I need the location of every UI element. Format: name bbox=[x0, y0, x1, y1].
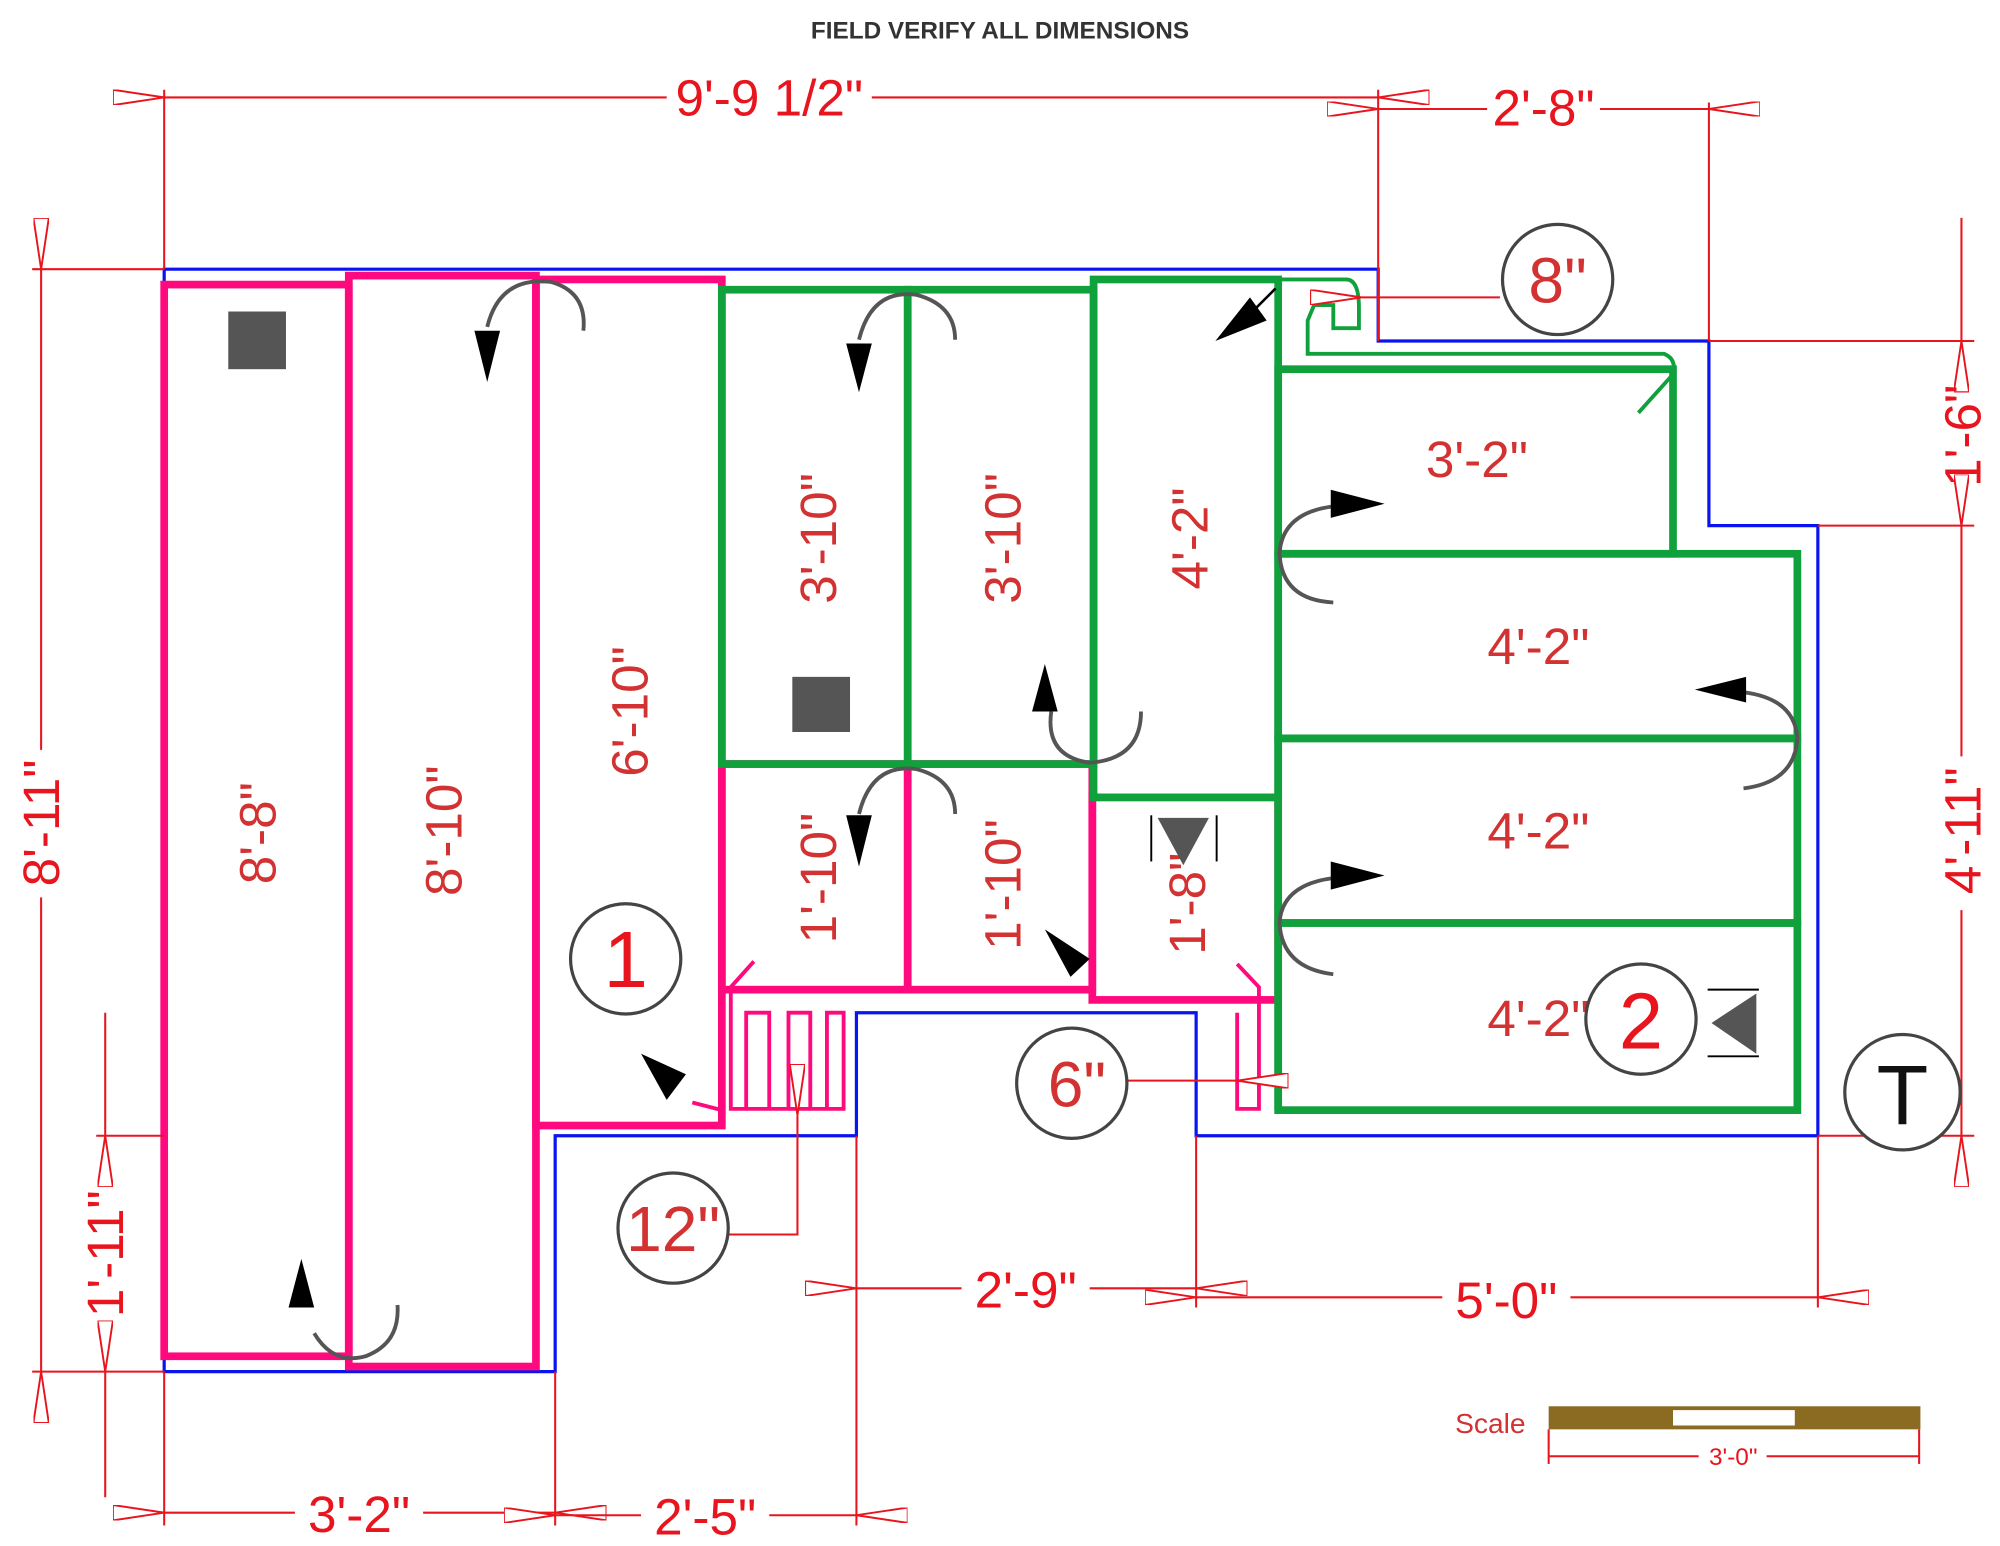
sensor-icon bbox=[1150, 815, 1218, 866]
dimension-label: 8'-11" bbox=[13, 760, 70, 887]
drain-block bbox=[792, 676, 851, 732]
callout-zone1: 1 bbox=[568, 902, 683, 1016]
scale-bar: Scale 3'-0" bbox=[1455, 1406, 1921, 1471]
mat-label: 8'-8" bbox=[230, 782, 287, 884]
callout-gap-6: 6" bbox=[1015, 1026, 1129, 1140]
dimension-label: 5'-0" bbox=[1455, 1272, 1557, 1329]
svg-text:2: 2 bbox=[1619, 977, 1663, 1066]
callout-zone2: 2 bbox=[1584, 962, 1698, 1076]
mat-label: 1'-8" bbox=[1159, 853, 1216, 955]
dimension-labels: 9'-9 1/2" 2'-8" 8'-11" 1'-11" 1'-6" 4'-1… bbox=[13, 69, 1992, 1545]
dimension-label: 2'-8" bbox=[1492, 80, 1594, 137]
mat-label: 1'-10" bbox=[790, 813, 847, 944]
svg-text:6": 6" bbox=[1048, 1048, 1106, 1120]
direction-arrows bbox=[288, 279, 1800, 1361]
thermostat-callout: T bbox=[1843, 1032, 1962, 1152]
sensor-icon bbox=[1707, 988, 1759, 1058]
drain-block bbox=[228, 311, 286, 370]
dimension-label: 9'-9 1/2" bbox=[675, 69, 863, 126]
dimension-label: 2'-5" bbox=[654, 1488, 756, 1545]
svg-text:T: T bbox=[1877, 1047, 1929, 1142]
mat-label: 4'-2" bbox=[1487, 618, 1589, 675]
scale-label: Scale bbox=[1455, 1407, 1526, 1439]
mat-label: 4'-2" bbox=[1487, 990, 1589, 1047]
mat-label: 3'-10" bbox=[790, 473, 847, 604]
mat-label: 4'-2" bbox=[1487, 803, 1589, 860]
mat-label: 1'-10" bbox=[975, 819, 1032, 950]
mat-label: 3'-10" bbox=[975, 473, 1032, 604]
mat-label: 4'-2" bbox=[1162, 487, 1219, 589]
dimension-lines bbox=[32, 89, 1975, 1526]
dimension-label: 1'-11" bbox=[77, 1190, 134, 1317]
zone2-mats bbox=[717, 275, 1802, 1114]
callout-gap-8: 8" bbox=[1500, 222, 1615, 337]
mat-label: 8'-10" bbox=[416, 765, 473, 896]
mat-labels: 8'-8" 8'-10" 6'-10" 3'-10" 3'-10" 4'-2" … bbox=[230, 431, 1590, 1047]
dimension-label: 3'-2" bbox=[308, 1486, 410, 1543]
scale-length: 3'-0" bbox=[1709, 1444, 1757, 1471]
mat-label: 6'-10" bbox=[601, 646, 658, 777]
dimension-label: 2'-9" bbox=[975, 1262, 1077, 1319]
dimension-label: 4'-11" bbox=[1935, 767, 1992, 894]
zone1-mats bbox=[160, 271, 1283, 1371]
title: FIELD VERIFY ALL DIMENSIONS bbox=[811, 17, 1189, 44]
mat-label: 3'-2" bbox=[1426, 431, 1528, 488]
svg-text:8": 8" bbox=[1528, 245, 1586, 317]
svg-text:1: 1 bbox=[604, 915, 648, 1004]
dimension-label: 1'-6" bbox=[1935, 385, 1992, 487]
svg-text:12": 12" bbox=[626, 1193, 720, 1265]
callout-gap-12: 12" bbox=[616, 1171, 730, 1285]
